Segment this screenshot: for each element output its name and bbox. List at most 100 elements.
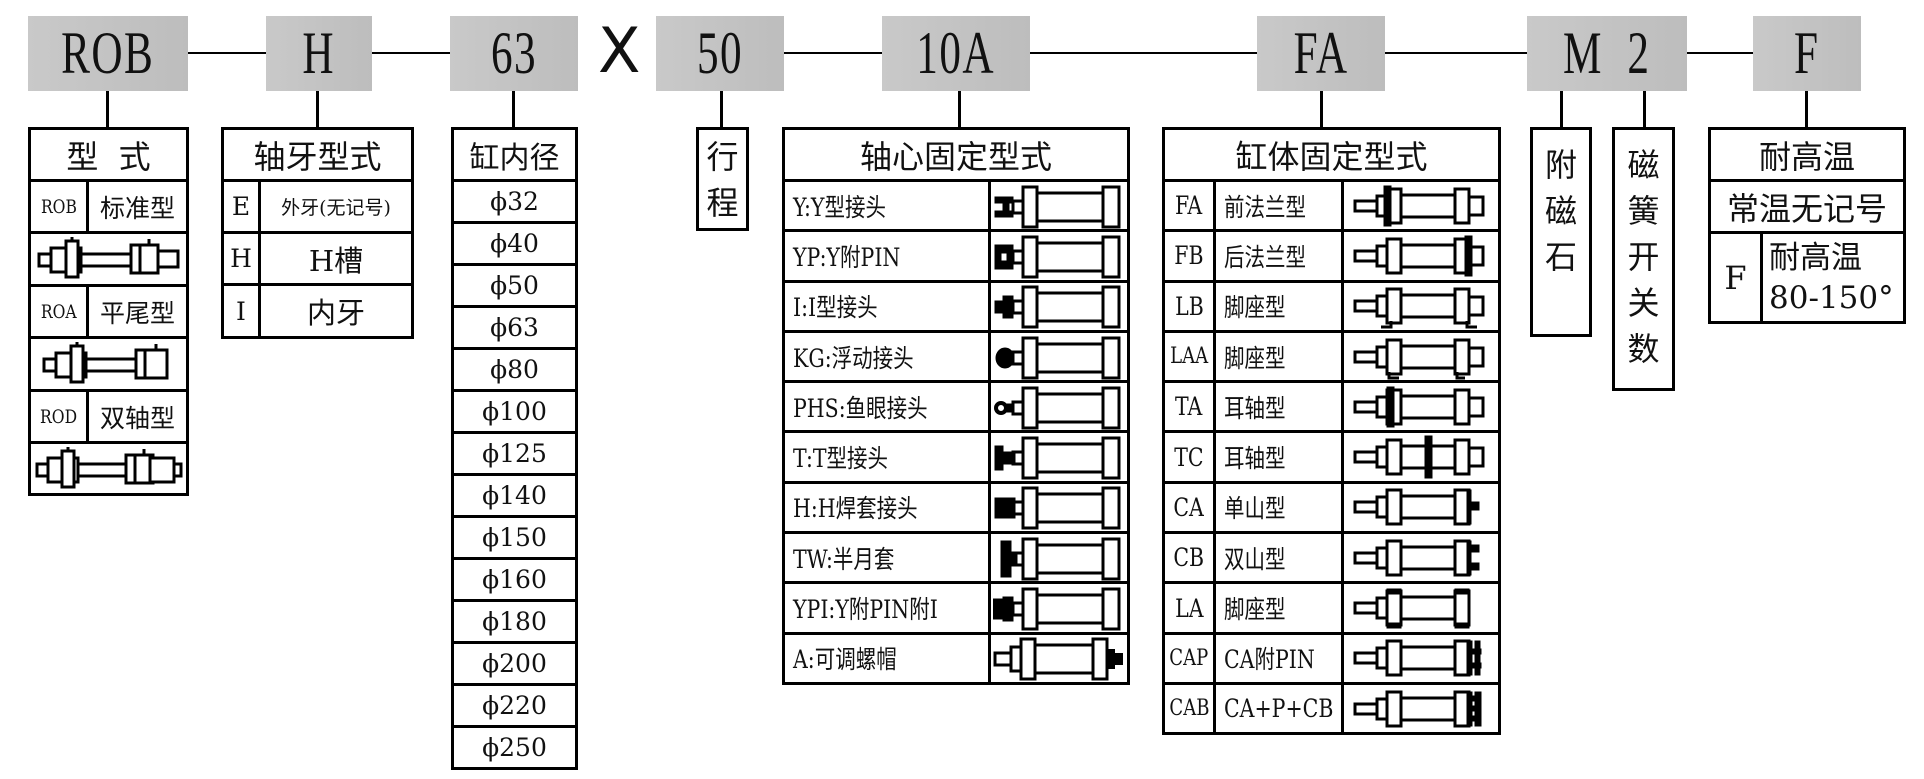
stem-line <box>1805 91 1808 127</box>
rod-mount-label: I:I型接头 <box>782 279 991 333</box>
type-code: ROB <box>28 179 89 234</box>
standard-cylinder-icon <box>37 237 179 279</box>
body-mount-diagram <box>1340 430 1502 484</box>
times-separator: X <box>598 14 641 87</box>
rod-mount-label: A:可调螺帽 <box>782 631 991 685</box>
front-trunnion-icon <box>1353 386 1485 428</box>
switch-count-box: 磁 簧 开 关 数 <box>1612 127 1675 391</box>
y-pin-i-joint-icon <box>993 587 1121 631</box>
thread-code: H <box>221 231 261 286</box>
body-mount-diagram <box>1340 681 1502 736</box>
switch-label: 簧 <box>1627 192 1660 230</box>
type-table-title: 型 式 <box>27 127 190 182</box>
stem-line <box>106 91 109 127</box>
type-code: ROA <box>28 284 89 339</box>
body-mount-code: CB <box>1162 531 1216 585</box>
temperature-table-title: 耐高温 <box>1707 127 1907 182</box>
body-mount-diagram <box>1340 480 1502 535</box>
rod-mount-label: YPI:Y附PIN附I <box>782 581 991 635</box>
connector-line <box>784 52 882 54</box>
temperature-range: 80-150° <box>1769 279 1894 316</box>
body-mount-code: TA <box>1162 380 1216 434</box>
code-bore: 63 <box>450 16 578 91</box>
temperature-normal: 常温无记号 <box>1707 179 1907 234</box>
weld-sleeve-joint-icon <box>994 486 1121 530</box>
rear-flange-icon <box>1353 235 1485 277</box>
body-mount-name: 脚座型 <box>1213 279 1344 333</box>
code-thread-text: H <box>302 20 336 86</box>
rod-mount-diagram <box>987 480 1131 535</box>
floating-joint-icon <box>995 336 1121 379</box>
body-mount-name: 后法兰型 <box>1213 229 1344 283</box>
code-series-text: ROB <box>61 20 155 86</box>
body-mount-diagram <box>1340 178 1502 233</box>
body-mount-diagram <box>1340 380 1502 434</box>
bore-value: ϕ125 <box>451 431 578 476</box>
code-stroke-text: 50 <box>696 20 744 86</box>
type-diagram <box>27 336 190 392</box>
type-diagram <box>27 441 190 496</box>
thread-name: H槽 <box>257 231 415 286</box>
half-moon-sleeve-icon <box>1000 537 1121 580</box>
connector-line <box>1385 52 1527 54</box>
body-mount-code: TC <box>1162 430 1216 484</box>
stroke-label: 行 <box>706 138 739 176</box>
stem-line <box>720 91 723 127</box>
stroke-label: 程 <box>706 184 739 222</box>
body-mount-code: LA <box>1162 581 1216 635</box>
rod-mount-label: T:T型接头 <box>782 430 991 484</box>
bore-value: ϕ80 <box>451 347 578 392</box>
y-joint-pin-icon <box>994 235 1121 279</box>
body-mount-diagram <box>1340 229 1502 283</box>
bore-value: ϕ200 <box>451 641 578 686</box>
body-mount-name: CA附PIN <box>1213 631 1344 685</box>
double-clevis-icon <box>1353 539 1480 577</box>
bore-value: ϕ250 <box>451 725 578 770</box>
type-name: 标准型 <box>85 179 190 234</box>
stem-line <box>958 91 961 127</box>
body-mount-code: CAP <box>1162 631 1216 685</box>
body-mount-name: CA+P+CB <box>1213 681 1344 736</box>
temperature-name: 耐高温 <box>1769 239 1862 276</box>
code-rod-mount: 10A <box>882 16 1030 91</box>
body-mount-name: 脚座型 <box>1213 581 1344 635</box>
single-clevis-icon <box>1353 488 1480 526</box>
connector-line <box>1687 52 1753 54</box>
bore-value: ϕ50 <box>451 263 578 308</box>
rod-mount-diagram <box>987 279 1131 333</box>
rod-mount-diagram <box>987 581 1131 635</box>
connector-line <box>188 52 266 54</box>
bore-value: ϕ40 <box>451 221 578 266</box>
thread-table-title: 轴牙型式 <box>220 127 415 182</box>
body-mount-code: CAB <box>1162 681 1216 736</box>
switch-label: 磁 <box>1627 146 1660 184</box>
body-mount-code: CA <box>1162 480 1216 535</box>
code-stroke: 50 <box>656 16 784 91</box>
body-mount-code: FB <box>1162 229 1216 283</box>
rod-eye-joint-icon <box>994 386 1121 429</box>
body-mount-code: FA <box>1162 178 1216 233</box>
bore-value: ϕ63 <box>451 305 578 350</box>
bore-value: ϕ150 <box>451 515 578 560</box>
thread-code: I <box>221 283 261 339</box>
body-mount-name: 双山型 <box>1213 531 1344 585</box>
body-mount-diagram <box>1340 329 1502 384</box>
bore-value: ϕ220 <box>451 683 578 728</box>
i-joint-icon <box>994 285 1121 329</box>
t-joint-icon <box>994 436 1121 480</box>
rod-mount-label: YP:Y附PIN <box>782 229 991 283</box>
magnet-label: 磁 <box>1544 192 1577 230</box>
rod-mount-label: KG:浮动接头 <box>782 329 991 384</box>
bore-value: ϕ180 <box>451 599 578 644</box>
switch-label: 数 <box>1627 330 1660 368</box>
body-mount-table-title: 缸体固定型式 <box>1161 127 1502 182</box>
stem-line <box>512 91 515 127</box>
magnet-label: 石 <box>1544 238 1577 276</box>
foot-mount-laa-icon <box>1353 338 1485 379</box>
body-mount-diagram <box>1340 279 1502 333</box>
rod-mount-diagram <box>987 329 1131 384</box>
